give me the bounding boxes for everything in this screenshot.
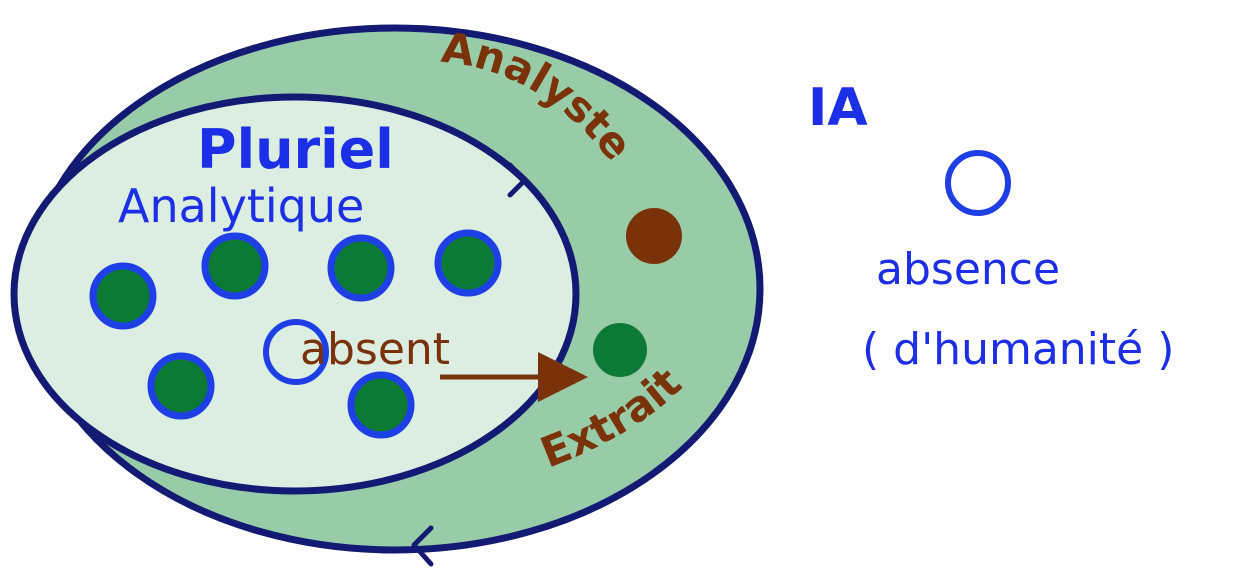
ia-label: IA: [808, 78, 868, 138]
member-circle: [147, 352, 215, 420]
analyste-circle: [626, 208, 682, 264]
member-circle: [201, 232, 269, 300]
member-circle: [327, 234, 395, 302]
absence-label: absence: [876, 244, 1060, 295]
absent-empty-circle: [263, 319, 329, 385]
extracted-circle: [593, 323, 647, 377]
member-circle: [434, 229, 502, 297]
analytique-label: Analytique: [118, 179, 364, 233]
inner-contour-arrow-icon: [507, 162, 527, 198]
member-circle: [347, 371, 415, 439]
absent-label: absent: [300, 324, 450, 375]
ia-empty-circle: [945, 150, 1011, 216]
pluriel-label: Pluriel: [197, 118, 394, 181]
humanite-label: ( d'humanité ): [862, 324, 1174, 375]
member-circle: [89, 262, 157, 330]
outer-contour-arrow-icon: [411, 525, 434, 567]
